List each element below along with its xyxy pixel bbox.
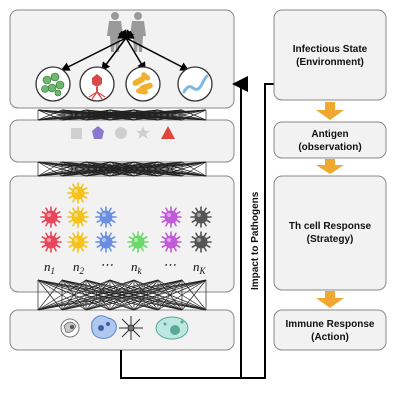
mesh-line	[37, 161, 159, 177]
th-cell-icon	[67, 231, 89, 253]
mesh-connector-bottom	[37, 279, 207, 311]
box-antigen-line1: Antigen	[311, 129, 348, 140]
box-infectious-state-line2: (Environment)	[296, 57, 364, 68]
mesh-line	[37, 109, 63, 121]
b-cell-teal-icon	[155, 316, 189, 340]
th-cell-panel	[9, 175, 235, 293]
th-cell-icon	[95, 231, 117, 253]
antigen-shapes	[71, 126, 175, 139]
box-antigen-line2: (observation)	[298, 142, 361, 153]
mesh-line	[37, 109, 87, 121]
mesh-line	[37, 279, 183, 311]
pathogen-bacteria-icon	[125, 66, 161, 102]
cell-count-labels: n1 n2 ⋯ nk ⋯ nK	[44, 257, 207, 276]
box-th-cell-line1: Th cell Response	[289, 221, 372, 232]
mesh-line	[109, 279, 207, 311]
mesh-line	[37, 161, 111, 177]
mesh-line	[37, 279, 135, 311]
mesh-line	[61, 279, 207, 311]
immune-cell-icons	[60, 315, 189, 340]
th-cell-icon	[67, 206, 89, 228]
antigen-panel	[9, 119, 235, 163]
th-cell-icon	[67, 182, 89, 204]
th-cell-icon	[95, 206, 117, 228]
pentagon-antigen-icon	[92, 126, 104, 139]
pathogen-spirochete-icon	[177, 66, 213, 102]
th-cell-icon	[40, 206, 62, 228]
mesh-connector-top	[37, 109, 207, 121]
nk-cell-icon	[119, 316, 143, 340]
box-immune-response-line1: Immune Response	[286, 319, 375, 330]
mesh-line	[109, 109, 207, 121]
mesh-line	[157, 161, 207, 177]
mesh-line	[37, 279, 159, 311]
mesh-line	[85, 279, 207, 311]
star-antigen-icon	[136, 126, 150, 139]
mesh-line	[157, 109, 207, 121]
mesh-line	[37, 279, 207, 311]
label-dots-2: ⋯	[163, 257, 176, 272]
box-th-cell-line2: (Strategy)	[307, 234, 354, 245]
mesh-line	[133, 109, 207, 121]
mesh-line	[37, 161, 63, 177]
mesh-line	[37, 161, 135, 177]
mesh-line	[37, 279, 63, 311]
pathogen-green-cluster-icon	[35, 66, 71, 102]
orange-arrow-3	[316, 291, 344, 308]
label-nk: nk	[131, 259, 143, 276]
mesh-line	[109, 161, 207, 177]
feedback-loop-lines	[120, 76, 292, 379]
th-cell-icon	[190, 231, 212, 253]
th-cells	[40, 182, 212, 253]
immune-cells-panel	[9, 309, 235, 351]
mesh-line	[133, 279, 207, 311]
mesh-line	[157, 279, 207, 311]
human-pathogen-arrows	[60, 29, 190, 72]
triangle-antigen-icon	[161, 126, 175, 139]
macrophage-icon	[60, 318, 80, 338]
box-infectious-state	[273, 9, 387, 101]
mesh-line	[37, 161, 207, 177]
label-n2: n2	[73, 259, 85, 276]
mesh-connector-middle	[37, 161, 207, 177]
dendritic-cell-blue-icon	[91, 315, 117, 339]
mesh-line	[85, 161, 207, 177]
circle-antigen-icon	[115, 127, 127, 139]
box-immune-response	[273, 309, 387, 351]
mesh-line	[37, 161, 87, 177]
mesh-line	[37, 279, 111, 311]
orange-arrow-2	[316, 159, 344, 174]
th-cell-icon	[160, 231, 182, 253]
label-dots-1: ⋯	[100, 257, 113, 272]
th-cell-icon	[127, 231, 149, 253]
orange-arrow-1	[316, 102, 344, 120]
mesh-line	[61, 161, 207, 177]
mesh-line	[133, 161, 207, 177]
impact-to-pathogens-label: Impact to Pathogens	[250, 191, 261, 290]
label-n1: n1	[44, 259, 55, 276]
mesh-line	[85, 109, 207, 121]
mesh-line	[181, 279, 207, 311]
box-immune-response-line2: (Action)	[311, 332, 349, 343]
mesh-line	[37, 279, 87, 311]
mesh-line	[181, 109, 207, 121]
mesh-line	[37, 109, 111, 121]
box-infectious-state-line1: Infectious State	[293, 44, 368, 55]
th-cell-icon	[190, 206, 212, 228]
square-antigen-icon	[71, 128, 82, 139]
th-cell-icon	[40, 231, 62, 253]
pathogen-virus-icon	[79, 66, 115, 102]
box-antigen	[273, 121, 387, 159]
box-th-cell-response	[273, 175, 387, 291]
mesh-line	[181, 161, 207, 177]
label-nK: nK	[193, 259, 207, 276]
th-cell-icon	[160, 206, 182, 228]
